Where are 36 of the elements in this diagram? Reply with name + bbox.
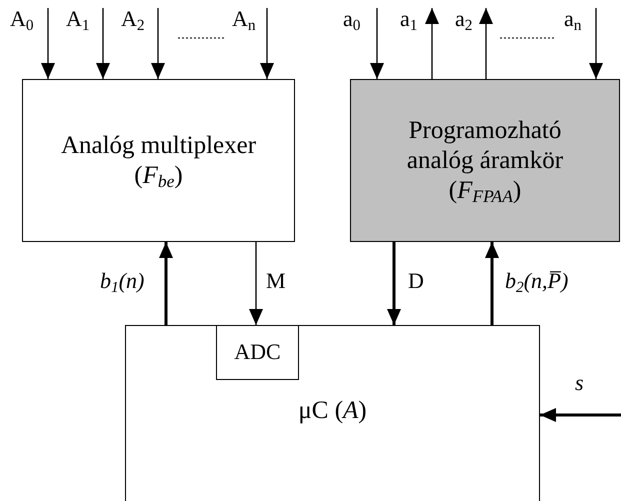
arrow xyxy=(479,8,493,79)
arrow xyxy=(589,8,603,79)
block-label: (F$_{FPAA}$) xyxy=(448,176,522,206)
block-label: Analóg multiplexer xyxy=(60,130,258,160)
arrow xyxy=(41,8,55,79)
edge-label: a$_{n}$ xyxy=(564,8,582,30)
block-label: μC (A) xyxy=(297,396,368,426)
arrow xyxy=(387,242,401,325)
edge-label: a$_{2}$ xyxy=(455,8,472,30)
arrow xyxy=(540,408,621,422)
edge-label: a$_{1}$ xyxy=(400,8,418,30)
edge-label: A$_{n}$ xyxy=(232,8,256,30)
edge-label: M xyxy=(266,270,286,292)
block-label: ADC xyxy=(233,339,282,366)
edge-label: a$_{0}$ xyxy=(343,8,360,30)
arrow xyxy=(96,8,110,79)
edge-label: A$_{2}$ xyxy=(121,8,145,30)
edge-label: A$_{1}$ xyxy=(66,8,90,30)
block-label: Programozható analóg áramkör xyxy=(406,116,564,176)
fpaa-block xyxy=(350,79,620,242)
microcontroller-block xyxy=(125,325,540,501)
multiplexer-block xyxy=(22,79,295,242)
arrow xyxy=(485,242,499,325)
adc-block xyxy=(216,325,299,380)
edge-label: b$_{2}$(n,P̅) xyxy=(505,270,568,292)
block-label: (F$_{be}$) xyxy=(133,160,184,190)
arrow xyxy=(260,8,274,79)
arrow xyxy=(249,242,263,325)
arrow xyxy=(370,8,384,79)
edge-label: A$_{0}$ xyxy=(10,8,34,30)
edge-label: s xyxy=(575,372,584,394)
edge-label: D xyxy=(408,270,424,292)
arrow xyxy=(425,8,439,79)
arrow xyxy=(151,8,165,79)
edge-label: b$_{1}$(n) xyxy=(100,270,144,292)
arrow xyxy=(159,242,173,325)
